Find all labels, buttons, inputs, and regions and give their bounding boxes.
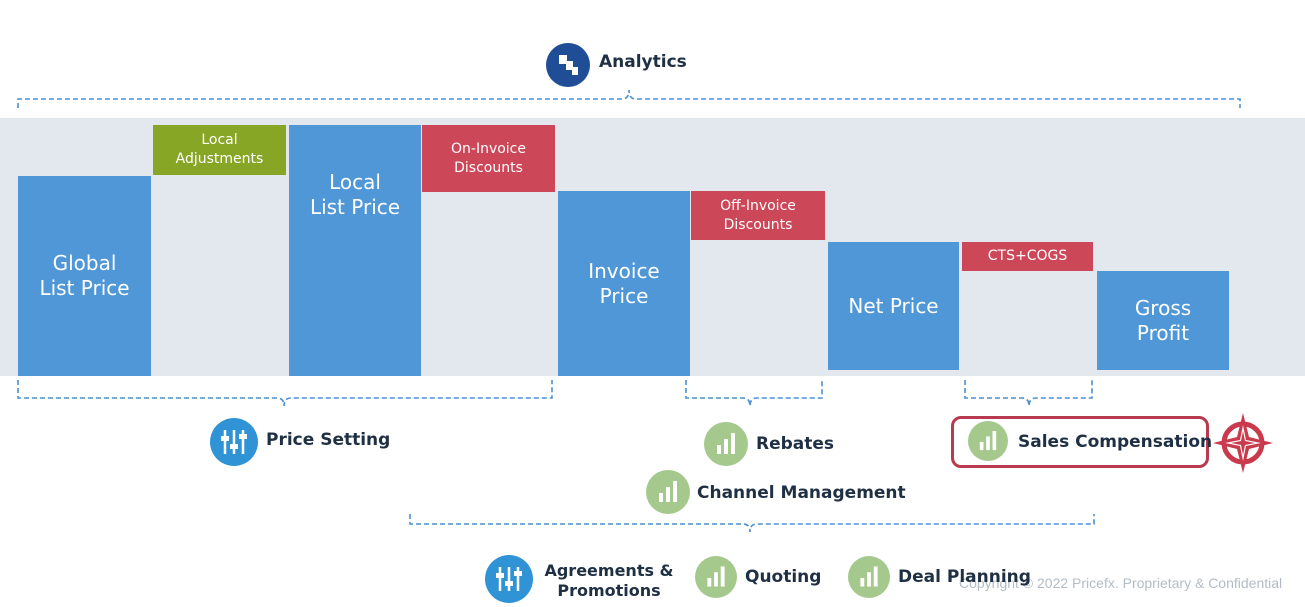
sales-compensation-bracket xyxy=(964,380,1093,407)
gross-profit-block: Gross Profit xyxy=(1097,271,1229,370)
copyright-notice: Copyright © 2022 Pricefx. Proprietary & … xyxy=(959,575,1283,591)
sales-compensation-highlight xyxy=(951,416,1209,468)
price-setting-sliders-icon xyxy=(210,418,258,466)
quoting-chart-icon xyxy=(695,556,737,598)
deal-planning-chart-icon xyxy=(848,556,890,598)
quoting-label: Quoting xyxy=(745,567,822,587)
global-list-price-block: Global List Price xyxy=(18,176,151,376)
price-setting-bracket xyxy=(17,380,553,407)
agreements-promotions-label: Agreements & Promotions xyxy=(544,561,674,600)
local-adjustments-block: Local Adjustments xyxy=(153,125,286,175)
rebates-chart-icon xyxy=(704,422,748,466)
off-invoice-discounts-block: Off-Invoice Discounts xyxy=(691,191,825,240)
invoice-price-block: Invoice Price xyxy=(558,191,690,376)
sales-compensation-chart-icon xyxy=(968,421,1008,461)
agreements-sliders-icon xyxy=(485,555,533,603)
local-list-price-block: Local List Price xyxy=(289,125,421,376)
price-setting-label: Price Setting xyxy=(266,430,391,450)
analytics-label: Analytics xyxy=(599,52,687,72)
channel-management-chart-icon xyxy=(646,470,690,514)
channel-management-bracket xyxy=(409,514,1095,533)
analytics-bracket xyxy=(17,89,1241,108)
channel-management-label: Channel Management xyxy=(697,483,906,503)
rebates-label: Rebates xyxy=(756,434,835,454)
rebates-bracket xyxy=(685,380,823,407)
compass-star-icon xyxy=(1211,411,1275,475)
cts-cogs-block: CTS+COGS xyxy=(962,242,1093,271)
net-price-block: Net Price xyxy=(828,242,959,370)
on-invoice-discounts-block: On-Invoice Discounts xyxy=(422,125,555,192)
analytics-icon xyxy=(546,43,590,87)
sales-compensation-label: Sales Compensation xyxy=(1018,432,1213,452)
deal-planning-label: Deal Planning xyxy=(898,567,1031,587)
